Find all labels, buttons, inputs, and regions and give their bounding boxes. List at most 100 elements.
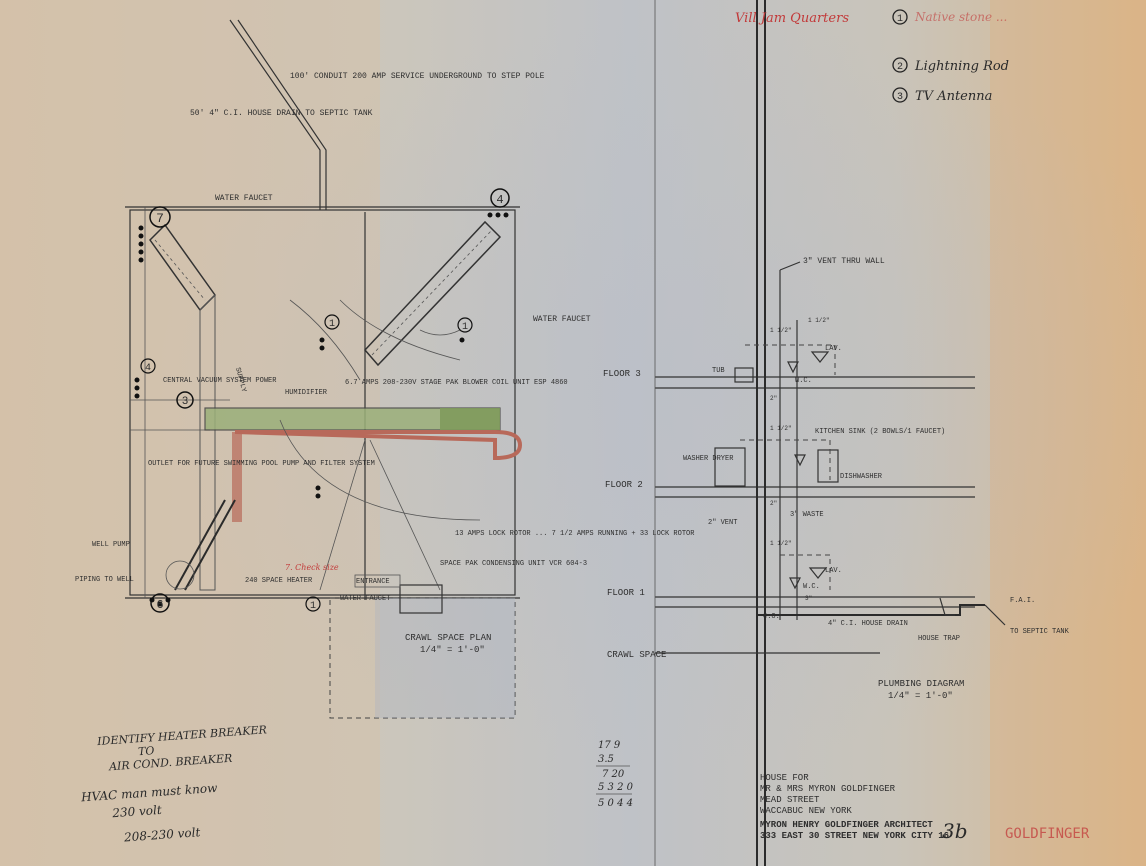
note-line: 208-230 volt <box>123 825 201 844</box>
water-faucet-right-label: WATER FAUCET <box>533 315 591 324</box>
marker-6: 6 <box>150 593 170 613</box>
house-for: HOUSE FOR <box>760 773 809 783</box>
paper-stain <box>990 0 1146 866</box>
svg-text:6: 6 <box>156 598 163 612</box>
lav1-fixture <box>808 567 828 579</box>
dishwasher <box>817 449 839 483</box>
svg-text:17 9: 17 9 <box>598 740 621 751</box>
svg-text:4: 4 <box>496 193 503 207</box>
house-trap-label: HOUSE TRAP <box>918 635 960 643</box>
top-right-notes: Vill Jam Quarters 1 Native stone ... 2 L… <box>735 9 1009 104</box>
waste-label: 3" WASTE <box>790 511 824 519</box>
leader-line <box>419 329 461 336</box>
svg-text:2: 2 <box>897 62 903 73</box>
marker-1: 1 <box>324 314 340 330</box>
vent-thru-wall <box>779 261 801 271</box>
pipe-size-label: 2" <box>770 500 777 507</box>
pencil-ray <box>369 439 441 591</box>
branch-pipe <box>740 439 831 480</box>
marker-1: 1 <box>457 317 473 333</box>
marker-4: 4 <box>140 358 156 374</box>
water-faucet-bottom-label: WATER FAUCET <box>340 595 390 603</box>
kitchen-sink <box>794 454 806 467</box>
shaded-area <box>375 598 515 718</box>
amps-label: 13 AMPS LOCK ROTOR ... 7 1/2 AMPS RUNNIN… <box>455 530 695 538</box>
wc3-fixture <box>787 361 799 374</box>
note-1: Native stone ... <box>914 10 1007 24</box>
septic-pointer <box>984 604 1006 626</box>
plumbing-diagram: FLOOR 3 FLOOR 2 FLOOR 1 CRAWL SPACE 3" V… <box>603 0 1070 866</box>
svg-text:5 3 2 0: 5 3 2 0 <box>598 782 634 793</box>
note-3: TV Antenna <box>915 89 992 104</box>
pipe-size-label: 1 1/2" <box>770 540 792 547</box>
leader-line <box>279 419 481 521</box>
washer-dryer-label: WASHER DRYER <box>683 455 734 463</box>
svg-text:3: 3 <box>182 396 189 408</box>
svg-text:1: 1 <box>329 319 335 330</box>
humidifier-label: HUMIDIFIER <box>285 389 328 397</box>
architect-name: MYRON HENRY GOLDFINGER ARCHITECT <box>760 820 933 830</box>
pencil-ray <box>319 439 366 591</box>
notes-heading: Vill Jam Quarters <box>735 11 849 26</box>
street: MEAD STREET <box>760 795 820 805</box>
note-line: TO <box>138 744 155 758</box>
flue-right <box>363 220 502 367</box>
vent-2-label: 2" VENT <box>708 519 737 527</box>
svg-text:5 0 4 4: 5 0 4 4 <box>598 798 633 809</box>
calculation: 17 9 3.5 7 20 5 3 2 0 5 0 4 4 <box>596 740 634 809</box>
leader-line <box>289 299 361 381</box>
well-pipe <box>184 499 236 591</box>
lav3-fixture <box>810 351 830 363</box>
conduit-line <box>229 19 321 210</box>
septic-label: TO SEPTIC TANK <box>1010 628 1070 636</box>
branch-pipe <box>780 554 831 590</box>
plan-scale: 1/4" = 1'-0" <box>420 645 485 655</box>
plan-outline <box>129 209 516 596</box>
marker-3: 3 <box>176 391 194 409</box>
well-symbol <box>165 560 195 590</box>
house-drain <box>757 604 985 616</box>
tub-fixture <box>734 367 754 383</box>
svg-text:1: 1 <box>462 322 468 333</box>
flue-hatch <box>371 229 493 356</box>
marker-1: 1 <box>305 596 321 612</box>
dishwasher-label: DISHWASHER <box>840 473 883 481</box>
client-name: MR & MRS MYRON GOLDFINGER <box>760 784 896 794</box>
cleanout-label: C.O. <box>763 613 780 621</box>
house-trap <box>939 597 955 616</box>
well-pipe <box>174 499 226 591</box>
wc3-label: W.C. <box>795 377 812 385</box>
architect-address: 333 EAST 30 STREET NEW YORK CITY 16 <box>760 831 949 841</box>
vent-thru-wall-label: 3" VENT THRU WALL <box>803 257 885 266</box>
lav1-label: LAV. <box>825 567 842 575</box>
fai-label: F.A.I. <box>1010 597 1035 605</box>
condensing-unit-label: SPACE PAK CONDENSING UNIT VCR 604-3 <box>440 560 587 568</box>
kitchen-sink-label: KITCHEN SINK (2 BOWLS/1 FAUCET) <box>815 428 945 436</box>
pipe-size-label: 2" <box>770 395 777 402</box>
svg-text:7 20: 7 20 <box>602 769 625 780</box>
floor-2-label: FLOOR 2 <box>605 480 643 490</box>
piping-to-well-label: PIPING TO WELL <box>75 576 134 584</box>
marker-4: 4 <box>490 188 510 208</box>
note-2: Lightning Rod <box>914 59 1009 74</box>
conduit-line <box>237 19 327 210</box>
washer-dryer <box>714 447 746 487</box>
svg-text:7: 7 <box>156 211 164 226</box>
pipe-size-label: 1 1/2" <box>770 425 792 432</box>
floor-3-label: FLOOR 3 <box>603 369 641 379</box>
circuit-note: 7. Check size <box>285 563 339 572</box>
note-line: 230 volt <box>111 803 162 820</box>
return-duct-drop <box>232 432 242 522</box>
return-duct <box>234 430 523 461</box>
branch-pipe <box>745 344 836 375</box>
blower-unit <box>440 408 500 430</box>
space-heater-label: 240 SPACE HEATER <box>245 577 313 585</box>
crawl-space-plan: 7 4 3 6 1 1 1 4 100' CON <box>75 19 695 719</box>
wc1-fixture <box>789 577 801 590</box>
leader-line <box>339 299 461 361</box>
goldfinger-stamp: GOLDFINGER <box>1005 826 1090 842</box>
tub-label: TUB <box>712 367 725 375</box>
water-faucet-top-label: WATER FAUCET <box>215 194 273 203</box>
